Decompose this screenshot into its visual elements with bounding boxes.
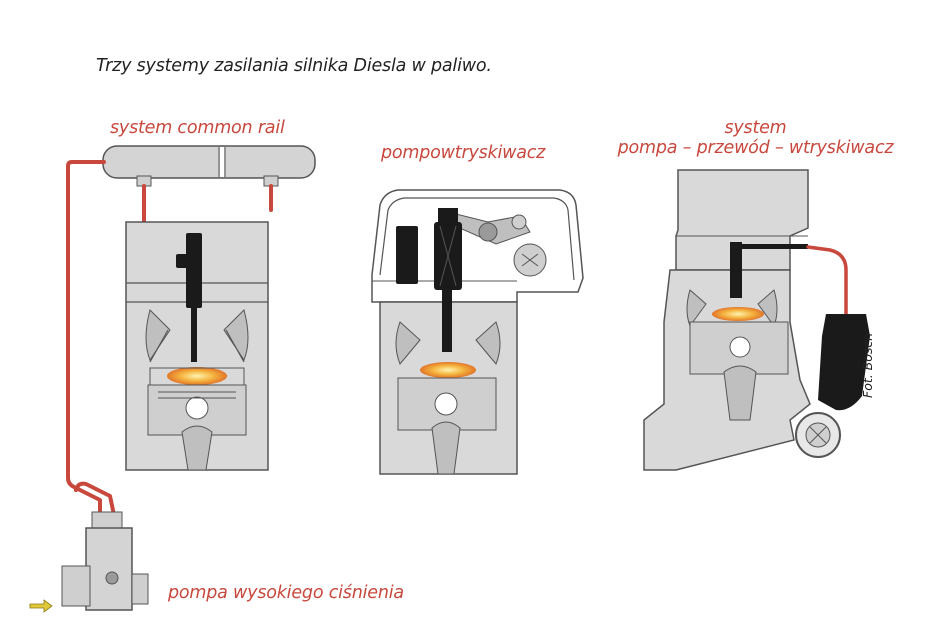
label-pump-nozzle: pompowtryskiwacz	[381, 143, 546, 163]
injector-icon	[176, 233, 202, 362]
common-rail-tube	[102, 145, 316, 187]
flame-icon-3	[712, 307, 764, 321]
unit-injector-icon	[396, 208, 462, 352]
injector-icon-3	[730, 242, 808, 298]
label-common-rail: system common rail	[110, 118, 285, 138]
photo-credit: Fot. Bosch	[860, 332, 875, 398]
pump-line-nozzle-engine	[643, 169, 870, 471]
flame-icon-2	[420, 362, 476, 378]
injection-line	[806, 245, 848, 318]
label-ppn-line2: pompa – przewód – wtryskiwacz	[617, 138, 894, 158]
high-pressure-pump-icon	[29, 511, 149, 613]
injection-pump-icon	[795, 314, 870, 458]
figure-caption: Trzy systemy zasilania silnika Diesla w …	[96, 56, 492, 76]
label-ppn-system: system pompa – przewód – wtryskiwacz	[608, 118, 903, 158]
label-high-pressure-pump: pompa wysokiego ciśnienia	[168, 583, 404, 603]
label-ppn-line1: system	[724, 118, 787, 138]
fuel-inlet-arrow-icon	[29, 599, 53, 613]
common-rail-engine	[66, 145, 316, 517]
flame-icon	[167, 367, 227, 385]
camshaft-icon	[513, 243, 547, 277]
pump-nozzle-engine	[371, 189, 584, 475]
